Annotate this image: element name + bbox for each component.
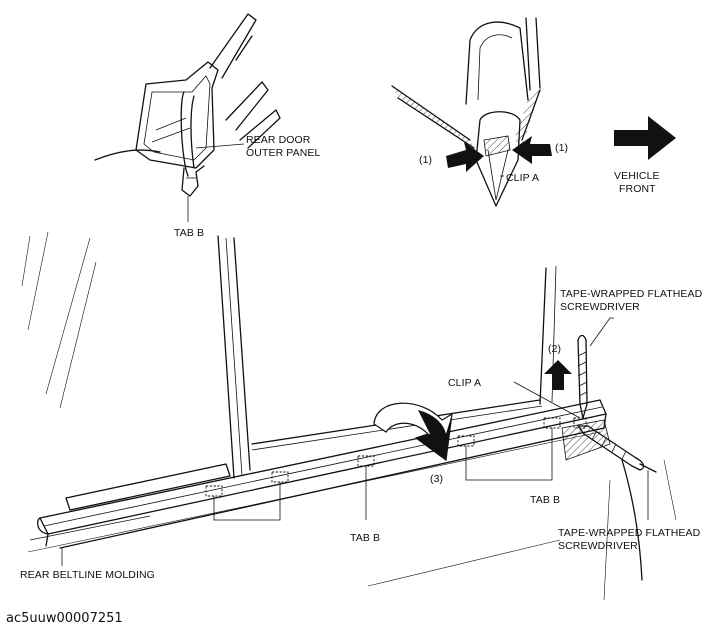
label-tab-b-top: TAB B [174, 227, 204, 239]
vehicle-front-arrow-icon [614, 116, 676, 160]
label-rear-door-outer-panel-2: OUTER PANEL [246, 147, 320, 159]
figure-code: ac5uuw00007251 [6, 611, 123, 626]
label-screwdriver-top-1: TAPE-WRAPPED FLATHEAD [560, 288, 703, 300]
label-vehicle: VEHICLE [614, 170, 660, 182]
label-rear-door-outer-panel-1: REAR DOOR [246, 134, 311, 146]
label-step1-left: (1) [419, 154, 432, 166]
label-step1-right: (1) [555, 142, 568, 154]
label-screwdriver-bottom-1: TAPE-WRAPPED FLATHEAD [558, 527, 701, 539]
label-step2: (2) [548, 343, 561, 355]
label-tab-b-right: TAB B [530, 494, 560, 506]
detail-cross-section-tab-b [94, 13, 281, 222]
lift-up-arrow-icon [544, 360, 572, 390]
label-front: FRONT [619, 183, 656, 195]
label-tab-b-mid: TAB B [350, 532, 380, 544]
detail-clip-a [391, 17, 552, 207]
screwdriver-bottom-icon [577, 425, 657, 473]
main-door-view [21, 231, 677, 601]
label-screwdriver-top-2: SCREWDRIVER [560, 301, 640, 313]
label-screwdriver-bottom-2: SCREWDRIVER [558, 540, 638, 552]
label-clip-a-top: CLIP A [506, 172, 539, 184]
label-step3: (3) [430, 473, 443, 485]
screwdriver-top-icon [577, 334, 588, 419]
label-clip-a-main: CLIP A [448, 377, 481, 389]
label-rear-beltline-molding: REAR BELTLINE MOLDING [20, 569, 155, 581]
